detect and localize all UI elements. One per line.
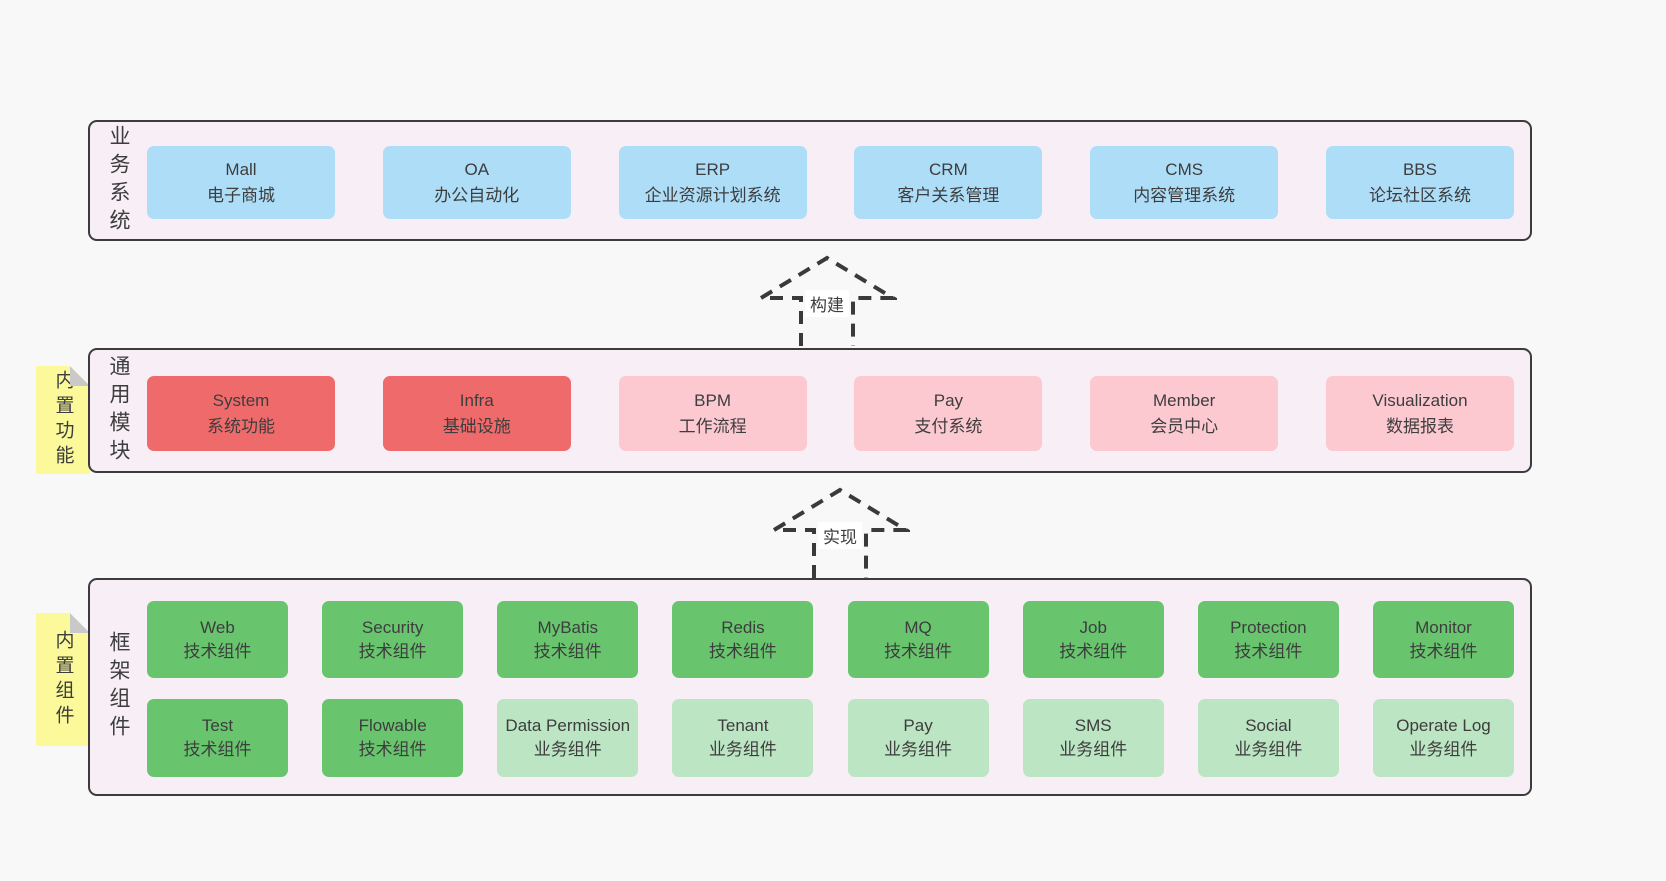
- builtin-components-label: 内置组件: [52, 629, 74, 730]
- box-infra: Infra 基础设施: [382, 376, 571, 451]
- box-member: Member 会员中心: [1090, 376, 1279, 451]
- box-cms: CMS 内容管理系统: [1090, 146, 1279, 219]
- box-bbs: BBS 论坛社区系统: [1325, 146, 1514, 219]
- box-sms: SMS 业务组件: [1022, 699, 1164, 777]
- business-systems-row: Mall 电子商城 OA 办公自动化 ERP 企业资源计划系统 CRM 客户关系…: [147, 146, 1514, 219]
- common-modules-layer: 通用模块 System 系统功能 Infra 基础设施 BPM 工作流程 Pay…: [88, 348, 1532, 473]
- box-mall: Mall 电子商城: [147, 146, 335, 219]
- box-erp: ERP 企业资源计划系统: [618, 146, 807, 219]
- box-social: Social 业务组件: [1197, 699, 1339, 777]
- framework-components-side-label: 框架组件: [107, 631, 130, 743]
- common-modules-side-label: 通用模块: [107, 354, 130, 467]
- box-pay-component: Pay 业务组件: [847, 699, 989, 777]
- implement-arrow-label: 实现: [818, 522, 862, 549]
- box-operate-log: Operate Log 业务组件: [1372, 699, 1514, 777]
- sticky-fold-corner: [70, 366, 90, 386]
- box-web: Web 技术组件: [147, 601, 288, 678]
- common-modules-row: System 系统功能 Infra 基础设施 BPM 工作流程 Pay 支付系统…: [147, 376, 1514, 451]
- box-test: Test 技术组件: [147, 699, 288, 777]
- framework-components-layer: 框架组件 Web 技术组件 Security 技术组件 MyBatis 技术组件…: [88, 578, 1532, 796]
- builtin-features-label: 内置功能: [52, 370, 74, 470]
- box-oa: OA 办公自动化: [382, 146, 571, 219]
- box-redis: Redis 技术组件: [672, 601, 814, 678]
- builtin-components-sticky: 内置组件: [36, 613, 90, 746]
- business-systems-side-label: 业务系统: [107, 124, 130, 237]
- box-visualization: Visualization 数据报表: [1325, 376, 1514, 451]
- box-monitor: Monitor 技术组件: [1372, 601, 1514, 678]
- box-system: System 系统功能: [147, 376, 335, 451]
- box-mybatis: MyBatis 技术组件: [497, 601, 639, 678]
- box-flowable: Flowable 技术组件: [322, 699, 464, 777]
- build-arrow-label: 构建: [805, 290, 849, 317]
- box-mq: MQ 技术组件: [847, 601, 989, 678]
- box-protection: Protection 技术组件: [1197, 601, 1339, 678]
- box-security: Security 技术组件: [322, 601, 464, 678]
- box-data-permission: Data Permission 业务组件: [497, 699, 639, 777]
- build-arrow-icon: 构建: [757, 254, 897, 346]
- box-tenant: Tenant 业务组件: [672, 699, 814, 777]
- builtin-features-sticky: 内置功能: [36, 366, 90, 474]
- box-crm: CRM 客户关系管理: [854, 146, 1043, 219]
- box-job: Job 技术组件: [1022, 601, 1164, 678]
- framework-components-row-2: Test 技术组件 Flowable 技术组件 Data Permission …: [147, 699, 1514, 777]
- box-pay-module: Pay 支付系统: [854, 376, 1043, 451]
- implement-arrow-icon: 实现: [770, 486, 910, 578]
- framework-components-row-1: Web 技术组件 Security 技术组件 MyBatis 技术组件 Redi…: [147, 601, 1514, 678]
- business-systems-layer: 业务系统 Mall 电子商城 OA 办公自动化 ERP 企业资源计划系统 CRM…: [88, 120, 1532, 241]
- box-bpm: BPM 工作流程: [618, 376, 807, 451]
- sticky-fold-corner: [70, 613, 90, 633]
